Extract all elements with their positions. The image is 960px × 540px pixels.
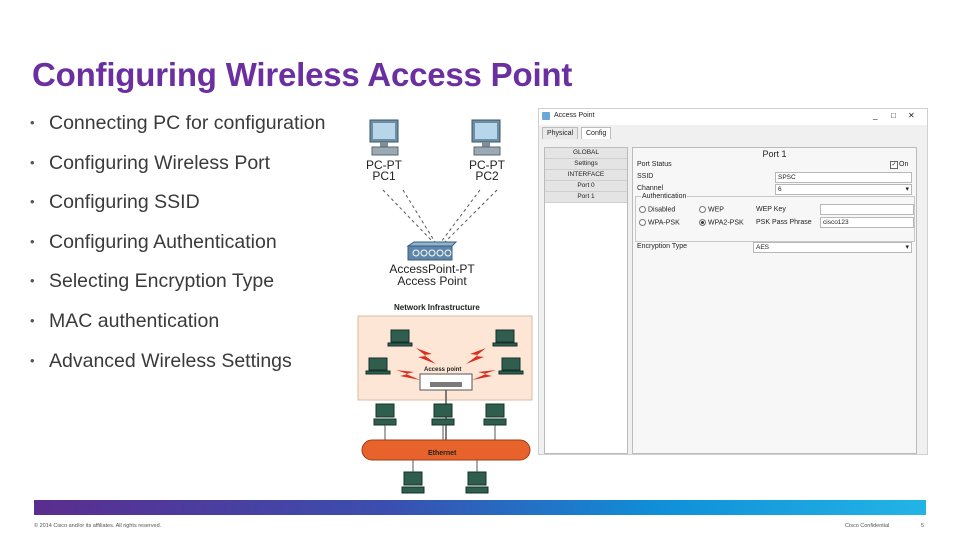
topology-links	[382, 189, 498, 243]
page-number: 5	[921, 523, 925, 529]
auth-option-label: Disabled	[648, 206, 676, 214]
bullet-list: Connecting PC for configuration Configur…	[30, 108, 325, 385]
tab-physical[interactable]: Physical	[542, 127, 579, 139]
ssid-input[interactable]: SPSC	[775, 172, 912, 183]
auth-option-label: WPA2-PSK	[708, 219, 744, 227]
bullet-item: Configuring SSID	[30, 187, 325, 227]
auth-option-label: WPA-PSK	[648, 219, 680, 227]
ethernet-label: Ethernet	[428, 450, 457, 457]
access-point-config-window[interactable]: Access Point _ □ ✕ Physical Config GLOBA…	[538, 108, 928, 455]
pc2-name: PC2	[475, 169, 499, 183]
access-point-label: AccessPoint-PT Access Point	[382, 263, 482, 287]
pc1-name: PC1	[372, 169, 396, 183]
restore-button[interactable]: □	[891, 111, 896, 120]
close-button[interactable]: ✕	[908, 111, 915, 120]
channel-select[interactable]: 6	[775, 184, 912, 195]
wep-key-input[interactable]	[820, 204, 914, 215]
app-icon	[542, 112, 550, 120]
radio-icon	[699, 206, 706, 213]
pass-phrase-input[interactable]: cisco123	[820, 217, 914, 228]
auth-option-label: WEP	[708, 206, 724, 214]
slide-title: Configuring Wireless Access Point	[32, 56, 573, 93]
infra-title: Network Infrastructure	[394, 303, 480, 312]
port-status-checkbox[interactable]: ✓	[890, 161, 898, 169]
infra-ap-label: Access point	[424, 367, 462, 373]
sidebar-item-port0[interactable]: Port 0	[545, 181, 627, 192]
bullet-item: Advanced Wireless Settings	[30, 346, 325, 386]
wireless-signal-icon	[396, 348, 496, 380]
bullet-item: Configuring Wireless Port	[30, 148, 325, 188]
auth-option-wpa2-psk[interactable]: WPA2-PSK	[699, 219, 744, 226]
auth-option-wpa-psk[interactable]: WPA-PSK	[639, 219, 680, 226]
radio-icon	[699, 219, 706, 226]
sidebar-item-port1[interactable]: Port 1	[545, 192, 627, 203]
pass-phrase-label: PSK Pass Phrase	[756, 219, 812, 226]
footer-copyright: © 2014 Cisco and/or its affiliates. All …	[34, 523, 162, 529]
bullet-item: Configuring Authentication	[30, 227, 325, 267]
sidebar-item-global[interactable]: GLOBAL	[545, 148, 627, 159]
access-point-node[interactable]	[404, 238, 458, 269]
auth-option-disabled[interactable]: Disabled	[639, 206, 675, 213]
port-status-label: Port Status	[637, 161, 672, 168]
access-point-icon	[406, 241, 458, 261]
pc1-type: PC-PT	[366, 158, 402, 172]
ssid-label: SSID	[637, 173, 654, 180]
pc-icon	[369, 119, 399, 156]
window-title: Access Point	[554, 112, 595, 119]
wep-key-label: WEP Key	[756, 206, 786, 213]
pc2-type: PC-PT	[469, 158, 505, 172]
bullet-item: MAC authentication	[30, 306, 325, 346]
ethernet-bus	[361, 439, 531, 461]
bullet-item: Connecting PC for configuration	[30, 108, 325, 148]
sidebar-item-settings[interactable]: Settings	[545, 159, 627, 170]
access-point-name: Access Point	[397, 274, 467, 288]
pc2-node[interactable]	[466, 118, 506, 163]
config-sidebar: GLOBAL Settings INTERFACE Port 0 Port 1	[544, 147, 628, 454]
encryption-label: Encryption Type	[637, 243, 688, 250]
window-titlebar[interactable]: Access Point _ □ ✕	[539, 109, 927, 125]
laptop-icon	[365, 329, 524, 375]
footer-bar	[34, 500, 926, 515]
auth-label: Authentication	[641, 193, 688, 200]
infra-diagram	[357, 315, 533, 494]
config-panel: Port 1 Port Status ✓ On SSID SPSC Channe…	[632, 147, 917, 454]
bullet-item: Selecting Encryption Type	[30, 266, 325, 306]
radio-icon	[639, 219, 646, 226]
access-point-type: AccessPoint-PT	[389, 262, 475, 276]
minimize-button[interactable]: _	[873, 111, 878, 120]
pc1-node[interactable]	[364, 118, 404, 163]
tab-config[interactable]: Config	[581, 127, 612, 139]
pc1-label: PC-PT PC1	[360, 158, 408, 183]
port-status-value: On	[899, 161, 909, 168]
pc-icon	[471, 119, 501, 156]
auth-option-wep[interactable]: WEP	[699, 206, 724, 213]
radio-icon	[639, 206, 646, 213]
channel-label: Channel	[637, 185, 664, 192]
pc2-label: PC-PT PC2	[462, 158, 512, 183]
footer-confidential: Cisco Confidential	[845, 523, 890, 529]
sidebar-item-interface[interactable]: INTERFACE	[545, 170, 627, 181]
panel-title: Port 1	[762, 149, 787, 159]
encryption-select[interactable]: AES	[753, 242, 912, 253]
